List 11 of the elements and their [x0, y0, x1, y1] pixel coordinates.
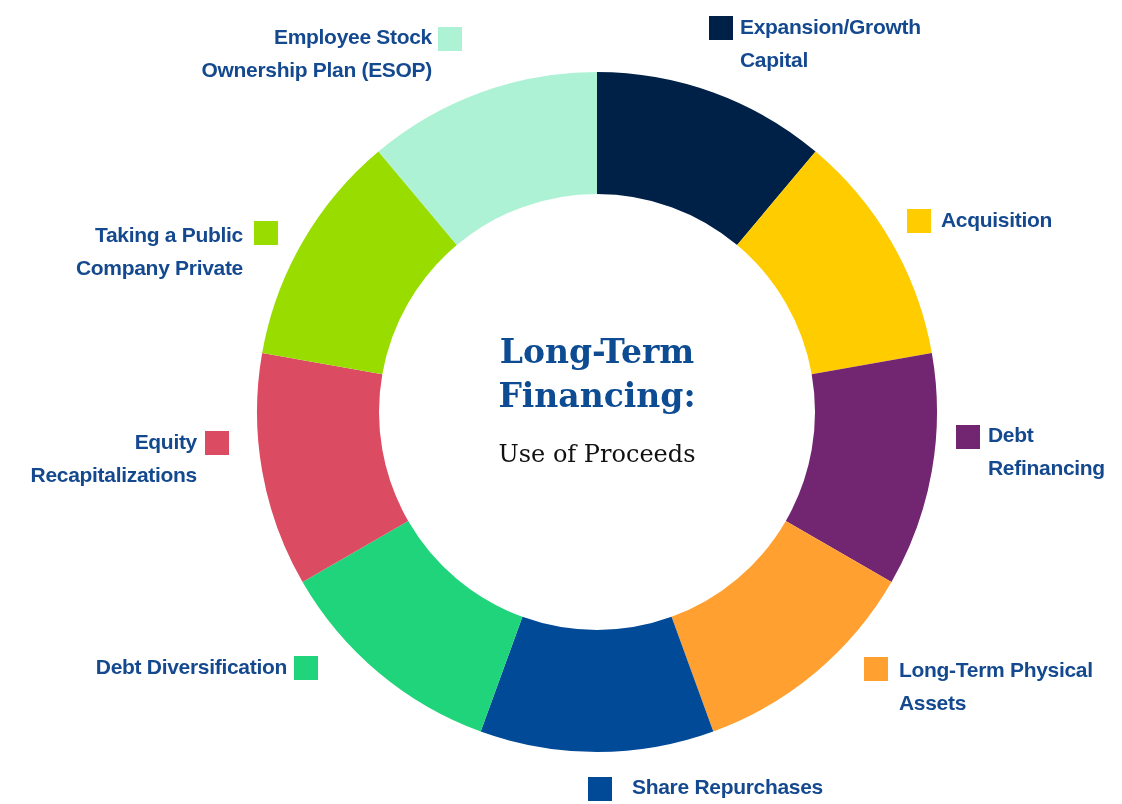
legend-label: Share Repurchases: [632, 774, 824, 800]
chart-title: Long-Term Financing:: [497, 331, 697, 417]
legend-label: Employee Stock Ownership Plan (ESOP): [200, 24, 432, 83]
legend-label: Expansion/Growth Capital: [740, 14, 922, 73]
subtitle: Use of Proceeds: [497, 440, 697, 468]
legend-label: Debt Refinancing: [988, 422, 1106, 481]
legend-label: Taking a Public Company Private: [74, 222, 243, 281]
legend-label: Long-Term Physical Assets: [899, 657, 1094, 716]
legend-label: Acquisition: [941, 207, 1054, 233]
legend-label: Debt Diversification: [94, 654, 287, 680]
legend-label: Equity Recapitalizations: [29, 429, 197, 488]
